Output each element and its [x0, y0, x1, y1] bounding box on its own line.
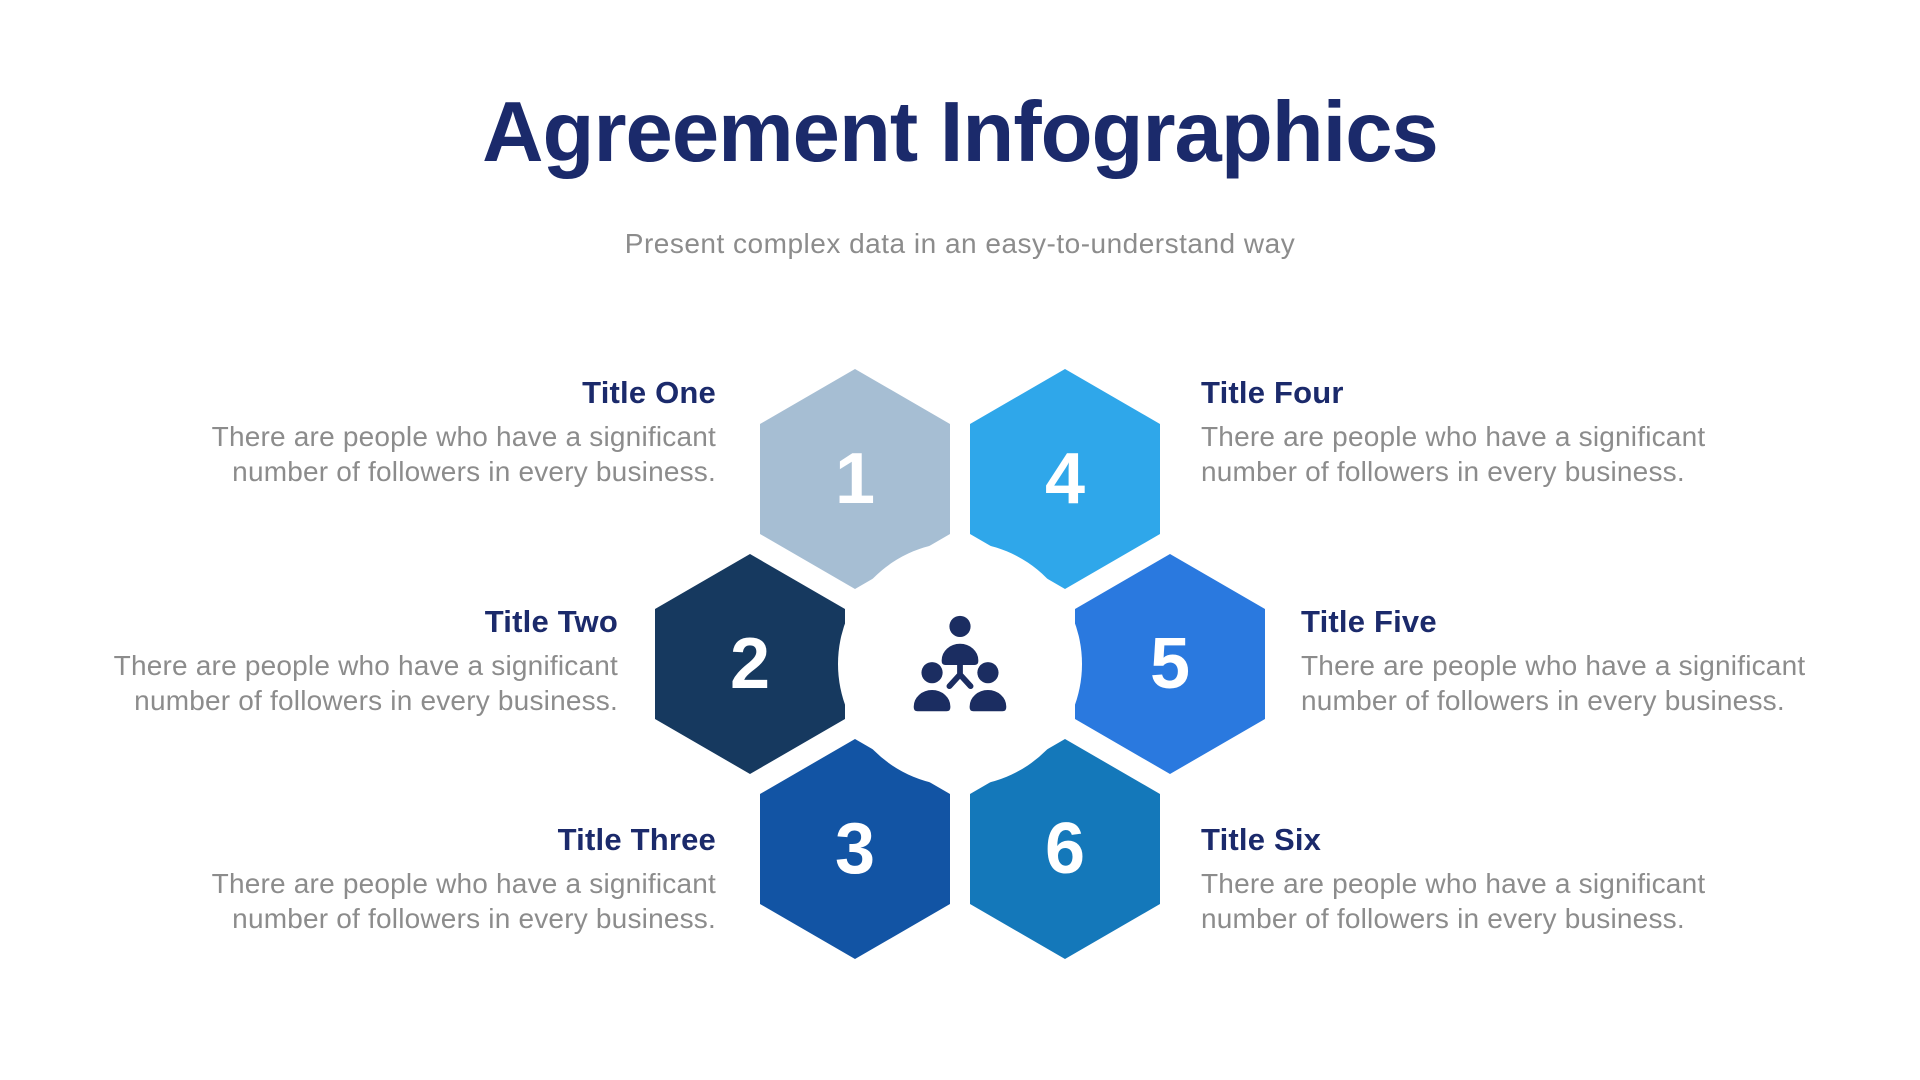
hexagon-number: 2 — [729, 624, 771, 704]
hexagon-number: 6 — [1044, 809, 1086, 889]
text-block-title-two: Title Two There are people who have a si… — [38, 604, 618, 718]
text-block-title-four: Title Four There are people who have a s… — [1201, 375, 1781, 489]
hexagon-5: 5 — [1075, 554, 1265, 774]
item-description: There are people who have a significant … — [211, 868, 716, 934]
item-description: There are people who have a significant … — [1201, 421, 1706, 487]
item-description: There are people who have a significant … — [1201, 868, 1706, 934]
item-title: Title One — [582, 375, 716, 410]
text-block-title-five: Title Five There are people who have a s… — [1301, 604, 1881, 718]
item-title: Title Two — [484, 604, 618, 639]
item-description: There are people who have a significant … — [1301, 650, 1806, 716]
page-subtitle: Present complex data in an easy-to-under… — [624, 228, 1296, 259]
hexagon-2: 2 — [655, 554, 845, 774]
text-block-title-one: Title One There are people who have a si… — [136, 375, 716, 489]
center-circle — [838, 542, 1082, 786]
item-description: There are people who have a significant … — [113, 650, 618, 716]
hexagon-number: 5 — [1149, 624, 1191, 704]
text-block-title-three: Title Three There are people who have a … — [136, 822, 716, 936]
item-title: Title Five — [1301, 604, 1437, 639]
hexagon-1: 1 — [760, 369, 950, 589]
hexagon-number: 1 — [834, 439, 876, 519]
page-title: Agreement Infographics — [482, 85, 1439, 180]
item-description: There are people who have a significant … — [211, 421, 716, 487]
item-title: Title Six — [1201, 822, 1322, 857]
hexagon-number: 4 — [1044, 439, 1086, 519]
text-block-title-six: Title Six There are people who have a si… — [1201, 822, 1781, 936]
item-title: Title Four — [1201, 375, 1344, 410]
hexagon-3: 3 — [760, 739, 950, 959]
item-title: Title Three — [557, 822, 716, 857]
team-hierarchy-icon — [913, 615, 1007, 712]
hexagon-number: 3 — [834, 809, 876, 889]
